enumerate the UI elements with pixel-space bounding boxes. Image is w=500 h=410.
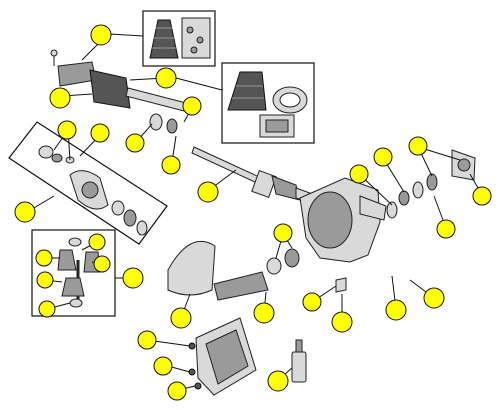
callout-marker[interactable] (137, 330, 157, 350)
callout-marker[interactable] (273, 223, 293, 243)
grease-packet-icon (259, 114, 295, 138)
callout-marker[interactable] (49, 87, 71, 109)
hardware-bag-icon (181, 17, 211, 59)
axle-housing (299, 149, 476, 263)
cv-boot-kit-inset (142, 10, 216, 67)
callout-marker[interactable] (90, 24, 112, 46)
callout-marker[interactable] (93, 255, 111, 273)
cv-boot-icon (149, 19, 179, 59)
ring-pinion-gear (167, 241, 347, 301)
callout-marker[interactable] (153, 356, 173, 376)
callout-markers (14, 24, 492, 401)
callout-marker[interactable] (182, 96, 202, 116)
callout-marker[interactable] (349, 164, 369, 184)
callout-marker[interactable] (14, 201, 36, 223)
axle-shaft-assembly (50, 49, 191, 134)
callout-marker[interactable] (373, 147, 393, 167)
callout-marker[interactable] (36, 271, 54, 289)
callout-marker[interactable] (155, 67, 177, 89)
callout-marker[interactable] (161, 155, 181, 175)
callout-marker[interactable] (267, 370, 289, 392)
callout-marker[interactable] (197, 181, 219, 203)
sealant-tube (291, 339, 307, 383)
callout-marker[interactable] (423, 287, 445, 309)
callout-marker[interactable] (88, 233, 106, 251)
callout-marker[interactable] (170, 307, 192, 329)
callout-marker[interactable] (472, 186, 492, 206)
callout-marker[interactable] (167, 381, 187, 401)
callout-marker[interactable] (35, 249, 53, 267)
clamp-ring-icon (272, 86, 308, 114)
callout-marker[interactable] (331, 311, 353, 333)
callout-marker[interactable] (38, 300, 56, 318)
callout-marker[interactable] (302, 292, 322, 312)
callout-marker[interactable] (385, 299, 407, 321)
callout-marker[interactable] (125, 133, 145, 153)
diff-cover (188, 317, 257, 396)
callout-marker[interactable] (408, 136, 428, 156)
callout-marker[interactable] (122, 267, 144, 289)
inner-boot-kit-inset (221, 62, 315, 144)
callout-marker[interactable] (57, 120, 77, 140)
carrier-inset (8, 121, 168, 245)
inner-boot-icon (227, 71, 267, 111)
callout-marker[interactable] (436, 219, 456, 239)
callout-marker[interactable] (253, 302, 275, 324)
callout-marker[interactable] (90, 123, 110, 143)
